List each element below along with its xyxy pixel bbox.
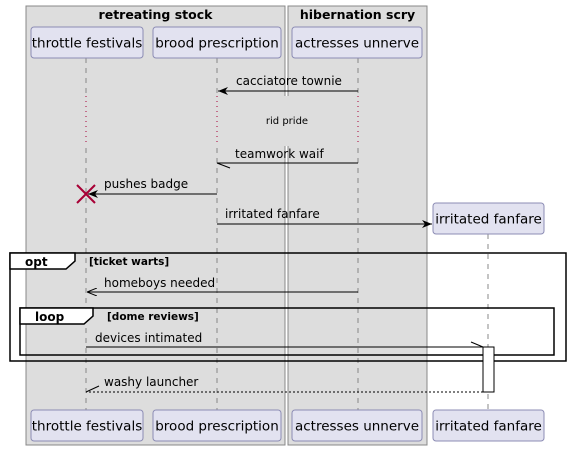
participant-throttle-festivals-bottom[interactable]: throttle festivals	[30, 409, 144, 442]
participant-label: throttle festivals	[32, 36, 142, 52]
delay-section: rid pride	[80, 96, 370, 146]
participant-label: brood prescription	[155, 419, 279, 435]
message-label: teamwork waif	[235, 147, 324, 161]
message-pushes-badge: pushes badge	[88, 177, 217, 198]
message-label: homeboys needed	[104, 276, 215, 290]
message-label: pushes badge	[104, 177, 188, 191]
fragment-opt-label: opt	[25, 255, 48, 269]
message-label: cacciatore townie	[236, 74, 342, 88]
participant-actresses-unnerve-bottom[interactable]: actresses unnerve	[291, 409, 423, 442]
activation-bar	[482, 346, 495, 393]
fragment-loop-guard: [dome reviews]	[107, 311, 199, 323]
message-irritated-fanfare: irritated fanfare	[217, 207, 432, 228]
participant-actresses-unnerve-top[interactable]: actresses unnerve	[291, 26, 423, 59]
box-title-retreating-stock: retreating stock	[99, 7, 214, 22]
message-devices-intimated: devices intimated	[86, 331, 484, 348]
message-homeboys-needed: homeboys needed	[87, 276, 358, 292]
destroy-icon	[76, 184, 96, 204]
fragment-opt-guard: [ticket warts]	[89, 256, 169, 268]
participant-brood-prescription-bottom[interactable]: brood prescription	[152, 409, 282, 442]
participant-label: irritated fanfare	[435, 212, 542, 228]
message-teamwork-waif: teamwork waif	[216, 147, 358, 169]
fragment-loop: loop [dome reviews]	[19, 307, 555, 356]
participant-irritated-fanfare-created[interactable]: irritated fanfare	[432, 202, 545, 235]
participant-label: actresses unnerve	[295, 36, 419, 52]
lifelines	[85, 58, 489, 410]
participant-irritated-fanfare-bottom[interactable]: irritated fanfare	[432, 409, 545, 442]
message-cacciatore-townie: cacciatore townie	[218, 74, 358, 95]
participant-label: brood prescription	[155, 36, 279, 52]
message-label: irritated fanfare	[225, 207, 320, 221]
participant-label: actresses unnerve	[295, 419, 419, 435]
box-title-hibernation-scry: hibernation scry	[300, 7, 415, 22]
fragment-loop-label: loop	[35, 310, 65, 324]
message-washy-launcher: washy launcher	[85, 375, 483, 393]
delay-label: rid pride	[266, 116, 308, 127]
message-label: devices intimated	[95, 331, 202, 345]
participant-label: throttle festivals	[32, 419, 142, 435]
participant-brood-prescription-top[interactable]: brood prescription	[152, 26, 282, 59]
box-retreating-stock: retreating stock	[25, 5, 286, 446]
participant-label: irritated fanfare	[435, 419, 542, 435]
message-label: washy launcher	[104, 375, 198, 389]
participant-throttle-festivals-top[interactable]: throttle festivals	[30, 26, 144, 59]
fragment-opt: opt [ticket warts]	[9, 252, 567, 362]
